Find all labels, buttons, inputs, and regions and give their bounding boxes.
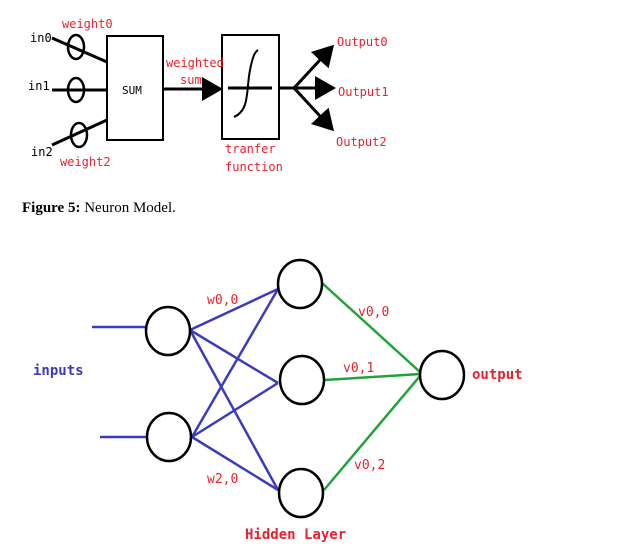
weight-ellipse-1 (66, 76, 86, 104)
label-sum-word: sum (180, 73, 202, 87)
input-line-2 (51, 118, 108, 147)
edge-label-v01: v0,1 (343, 361, 374, 376)
edge-label-w20: w2,0 (207, 472, 238, 487)
weight-ellipse-2 (69, 121, 89, 149)
edge-h0-o (321, 282, 421, 373)
edge-label-w00: w0,0 (207, 293, 238, 308)
edge-i1-h1 (191, 381, 279, 439)
sigmoid-curve (233, 49, 259, 118)
edge-label-v02: v0,2 (354, 458, 385, 473)
label-weight2: weight2 (60, 155, 111, 169)
label-in0: in0 (30, 31, 52, 45)
hidden-node-0 (276, 258, 324, 310)
label-weight0: weight0 (62, 17, 113, 31)
edge-i1-h0 (190, 288, 280, 438)
output-arrow-0 (292, 44, 335, 90)
label-in1: in1 (28, 79, 50, 93)
label-sum: SUM (122, 84, 142, 97)
hidden-node-2 (277, 467, 325, 519)
edge-h2-o (323, 375, 421, 491)
edge-label-v00: v0,0 (358, 305, 389, 320)
network-edges-output (321, 282, 421, 491)
caption-number: Figure 5: (22, 200, 81, 216)
edge-i0-h1 (189, 328, 279, 385)
label-function: function (225, 160, 283, 174)
output-label: output (472, 367, 523, 383)
label-weighted: weighted (166, 56, 224, 70)
input-node-1 (145, 411, 193, 463)
output-node (418, 349, 466, 401)
edge-i0-h0 (189, 287, 279, 332)
network-edges-input (92, 287, 280, 492)
hidden-node-1 (278, 354, 326, 406)
input-line-0 (51, 36, 108, 64)
caption-text: Neuron Model. (80, 200, 176, 216)
edge-h1-o (324, 372, 421, 382)
edge-i1-h2 (191, 435, 279, 492)
neuron-model (51, 33, 336, 149)
hidden-layer-label: Hidden Layer (245, 527, 346, 543)
input-node-0 (144, 305, 192, 357)
label-output1: Output1 (338, 85, 389, 99)
weight-ellipse-0 (66, 33, 86, 61)
inputs-label: inputs (33, 363, 84, 379)
label-tranfer: tranfer (225, 142, 276, 156)
figure-caption: Figure 5: Neuron Model. (22, 200, 176, 217)
label-in2: in2 (31, 145, 53, 159)
output-arrow-2 (292, 86, 335, 132)
label-output2: Output2 (336, 135, 387, 149)
label-output0: Output0 (337, 35, 388, 49)
